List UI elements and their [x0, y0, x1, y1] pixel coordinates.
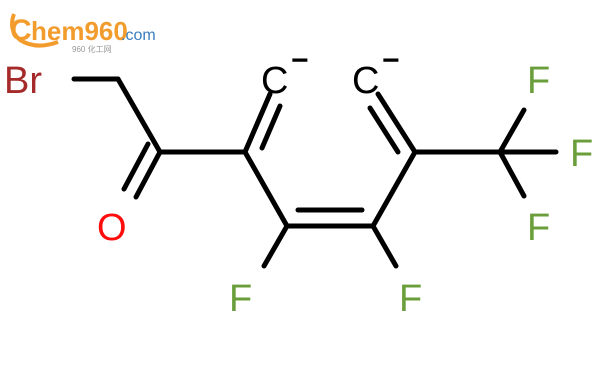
bond-carbonyl-o-outer: [133, 149, 163, 200]
bond-cf3-f-bottom: [497, 149, 527, 199]
atom-fluorine-ring-right: F: [399, 278, 422, 320]
atom-fluorine-cf3-top: F: [527, 60, 550, 102]
bond-ring-c1-c2: [242, 91, 273, 155]
bond-c5-f: [370, 223, 399, 269]
atom-bromine: Br: [4, 60, 42, 102]
chem960-logo: C hem960 .com 960 化工网: [10, 13, 156, 54]
logo-swoosh-icon: [10, 13, 59, 48]
bond-ring-c3-c4: [375, 91, 418, 155]
charge-carbon-left: −: [291, 44, 309, 77]
bond-ring-c6-c1: [242, 149, 290, 229]
logo-letter-c: C: [10, 14, 32, 47]
atom-labels: Br O C − C − F F F F F: [4, 44, 593, 320]
charge-carbon-right: −: [382, 44, 400, 77]
bond-ring-c3-c4-inner: [367, 105, 401, 155]
atom-carbon-left: C: [261, 60, 288, 102]
bond-ring-c1-c2-inner: [259, 103, 283, 151]
logo-domain: .com: [121, 27, 156, 44]
bond-c6-f: [261, 223, 290, 269]
bond-ch2-carbonyl: [115, 76, 163, 155]
bond-carbonyl-o-inner: [121, 141, 151, 192]
atom-fluorine-cf3-right: F: [570, 133, 593, 175]
logo-subtitle: 960 化工网: [72, 44, 112, 54]
atom-carbon-right: C: [352, 60, 379, 102]
bond-cf3-f-top: [497, 107, 527, 155]
atom-fluorine-cf3-bottom: F: [527, 207, 550, 249]
atom-oxygen: O: [97, 207, 127, 249]
bonds: [71, 76, 559, 269]
logo-brand-name: hem960: [31, 16, 128, 46]
atom-fluorine-ring-left: F: [229, 278, 252, 320]
bond-ring-c4-c5: [370, 149, 418, 229]
